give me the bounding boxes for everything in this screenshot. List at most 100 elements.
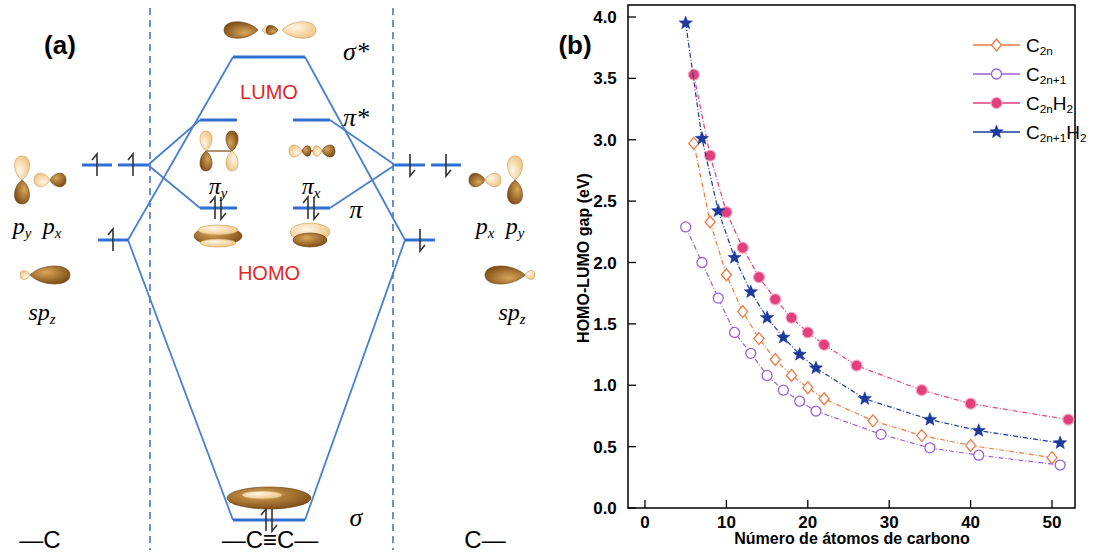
energy-level <box>200 207 237 210</box>
orbital-lobe <box>34 173 50 187</box>
data-marker <box>851 360 862 371</box>
data-marker <box>721 269 731 281</box>
data-marker <box>681 222 691 232</box>
energy-level <box>233 519 305 522</box>
electron-spin <box>92 154 97 176</box>
data-marker <box>746 348 756 358</box>
axis-title: Número de átomos de carbono <box>734 531 970 547</box>
orbital-lobe <box>266 26 278 35</box>
data-marker <box>793 348 806 361</box>
orbital-lobe <box>200 131 212 151</box>
data-marker <box>738 306 748 318</box>
y-tick <box>628 200 636 201</box>
tick-label: 0.0 <box>593 500 617 517</box>
data-marker <box>795 396 805 406</box>
correlation-line <box>148 165 200 208</box>
data-marker <box>858 392 871 405</box>
orbital-lobe <box>224 22 258 39</box>
tick-label: 1.5 <box>593 315 617 332</box>
electron-spin <box>410 154 415 176</box>
data-marker <box>923 413 936 426</box>
electron-spin <box>128 154 133 176</box>
orbital-lobe <box>200 239 236 247</box>
data-marker <box>925 443 935 453</box>
correlation-line <box>148 120 200 165</box>
energy-level <box>293 207 330 210</box>
data-marker <box>991 98 1002 109</box>
data-marker <box>737 242 748 253</box>
data-marker <box>992 39 1002 51</box>
orbital-lobe <box>198 225 238 235</box>
orbital-label: π* <box>343 105 369 131</box>
tick-label: 30 <box>880 514 899 531</box>
data-line <box>694 75 1069 420</box>
tick-label: 1.0 <box>593 377 617 394</box>
data-marker <box>712 204 725 217</box>
data-marker <box>916 385 927 396</box>
y-tick <box>628 323 636 324</box>
data-marker <box>1063 414 1074 425</box>
data-marker <box>819 339 830 350</box>
homo-label: HOMO <box>238 263 300 283</box>
data-line <box>686 227 1060 465</box>
data-marker <box>744 285 757 298</box>
legend-text: C2nH2 <box>1026 94 1073 113</box>
data-marker <box>762 370 772 380</box>
orbital-lobe <box>50 173 66 187</box>
electron-spin <box>210 197 215 219</box>
electron-spin <box>420 229 425 251</box>
data-marker <box>778 385 788 395</box>
orbital-lobe <box>226 131 238 151</box>
orbital-lobe <box>282 22 316 39</box>
tick-label: 4.0 <box>593 9 617 26</box>
orbital-label: spz <box>498 300 525 324</box>
y-tick <box>628 385 636 386</box>
data-marker <box>1055 460 1065 470</box>
orbital-lobe <box>289 145 302 157</box>
tick-label: 10 <box>717 514 736 531</box>
x-tick <box>970 500 971 508</box>
legend-sample <box>973 39 1020 51</box>
data-marker <box>972 424 985 437</box>
orbital-label: spz <box>28 300 55 324</box>
data-marker <box>730 327 740 337</box>
data-marker <box>760 311 773 324</box>
orbital-label: πx <box>302 174 321 198</box>
orbital-lobe <box>469 173 485 187</box>
data-marker <box>697 258 707 268</box>
orbital-label: σ* <box>343 39 369 65</box>
electron-spin <box>303 197 308 219</box>
energy-level <box>233 56 305 59</box>
legend-sample <box>973 98 1020 109</box>
data-marker <box>777 330 790 343</box>
mo-diagram <box>15 8 536 550</box>
tick-label: 2.0 <box>593 254 617 271</box>
data-marker <box>809 361 822 374</box>
x-tick <box>726 500 727 508</box>
data-marker <box>753 272 764 283</box>
legend-sample <box>973 69 1020 79</box>
data-marker <box>721 207 732 218</box>
divider-line <box>392 8 394 550</box>
legend-sample <box>973 125 1020 138</box>
orbital-lobe <box>20 271 30 280</box>
orbital-lobe <box>200 151 212 171</box>
data-marker <box>819 393 829 405</box>
orbital-lobe <box>485 173 501 187</box>
line-chart <box>628 5 1075 508</box>
lumo-label: LUMO <box>240 82 298 102</box>
tick-label: 2.5 <box>593 193 617 210</box>
electron-spin <box>446 154 451 176</box>
orbital-label: py <box>13 214 32 238</box>
energy-level <box>293 119 330 122</box>
data-marker <box>802 327 813 338</box>
panel-letter: (a) <box>44 32 76 58</box>
tick-label: 50 <box>1043 514 1062 531</box>
x-tick <box>889 500 890 508</box>
y-tick <box>628 507 636 508</box>
data-marker <box>1054 436 1067 449</box>
data-marker <box>786 312 797 323</box>
orbital-label: px <box>43 214 62 238</box>
orbital-lobe <box>227 487 311 509</box>
data-marker <box>679 16 692 29</box>
